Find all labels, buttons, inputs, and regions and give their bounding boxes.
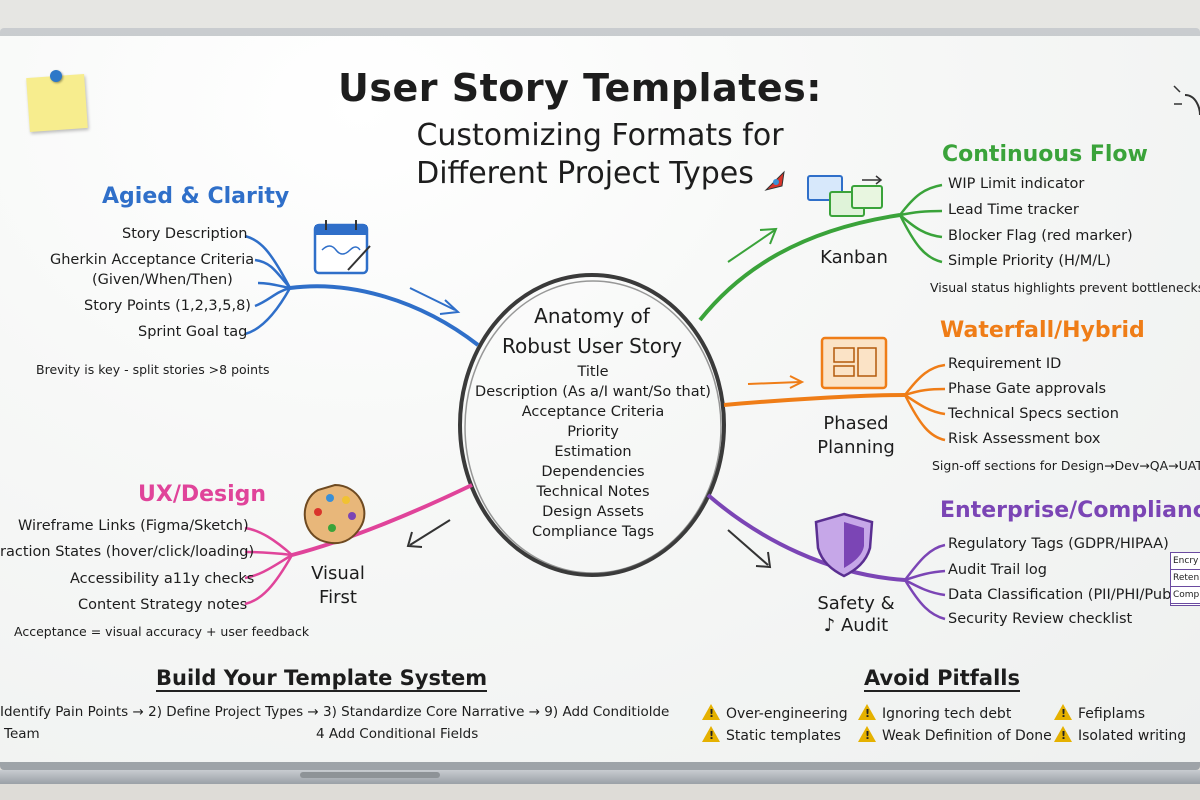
pitfall-label: Weak Definition of Done bbox=[882, 728, 1052, 744]
build-heading: Build Your Template System bbox=[156, 666, 488, 692]
center-item: Dependencies bbox=[541, 464, 645, 480]
center-item: Estimation bbox=[554, 444, 632, 460]
ux-item: Accessibility a11y checks bbox=[70, 571, 255, 587]
page-title: User Story Templates: bbox=[338, 66, 822, 110]
waterfall-note: Sign-off sections for Design→Dev→QA→UAT bbox=[932, 458, 1200, 473]
center-item: Acceptance Criteria bbox=[521, 404, 665, 420]
pitfall-item: Over-engineering bbox=[702, 704, 848, 722]
pitfall-item: Static templates bbox=[702, 726, 841, 744]
agile-item: Story Points (1,2,3,5,8) bbox=[84, 298, 251, 314]
pitfall-label: Ignoring tech debt bbox=[882, 706, 1012, 722]
ux-branch-line1: Visual bbox=[311, 563, 365, 584]
kanban-item: Lead Time tracker bbox=[948, 202, 1079, 218]
pitfall-label: Isolated writing bbox=[1078, 728, 1187, 744]
waterfall-item: Phase Gate approvals bbox=[948, 381, 1107, 397]
pitfall-label: Over-engineering bbox=[726, 706, 848, 722]
kanban-heading: Continuous Flow bbox=[942, 142, 1148, 167]
enterprise-connector bbox=[706, 493, 946, 621]
ux-heading: UX/Design bbox=[138, 482, 267, 507]
pitfall-item: Ignoring tech debt bbox=[858, 704, 1011, 722]
kanban-item: WIP Limit indicator bbox=[948, 176, 1085, 192]
waterfall-branch-line1: Phased bbox=[823, 413, 889, 434]
compliance-boxes: Encry Reten Compl bbox=[1170, 552, 1200, 606]
pitfall-item: Fefiplams bbox=[1054, 704, 1145, 722]
pitfall-item: Weak Definition of Done bbox=[858, 726, 1052, 744]
center-item: Design Assets bbox=[542, 504, 644, 520]
enterprise-item: Security Review checklist bbox=[948, 611, 1133, 627]
waterfall-connector bbox=[723, 363, 946, 442]
agile-item: Story Description bbox=[122, 226, 248, 242]
center-item: Description (As a/I want/So that) bbox=[475, 384, 711, 400]
sticky-note-icon bbox=[26, 74, 88, 132]
center-item: Title bbox=[577, 364, 609, 380]
palette-icon bbox=[303, 483, 366, 545]
calendar-icon bbox=[313, 220, 371, 275]
agile-item: (Given/When/Then) bbox=[92, 272, 233, 288]
kanban-connector bbox=[698, 183, 943, 322]
kanban-branch: Kanban bbox=[820, 247, 888, 268]
build-steps-line2: 4 Add Conditional Fields bbox=[316, 726, 479, 742]
pitfalls-heading: Avoid Pitfalls bbox=[864, 666, 1020, 692]
enterprise-item: Audit Trail log bbox=[948, 562, 1047, 578]
pitfall-label: Static templates bbox=[726, 728, 841, 744]
enterprise-heading: Enterprise/Compliance bbox=[940, 498, 1200, 523]
build-steps-line1: Identify Pain Points → 2) Define Project… bbox=[0, 704, 670, 720]
kanban-item: Blocker Flag (red marker) bbox=[948, 228, 1133, 244]
waterfall-item: Risk Assessment box bbox=[948, 431, 1101, 447]
waterfall-item: Technical Specs section bbox=[948, 406, 1119, 422]
ux-connector bbox=[244, 483, 473, 606]
agile-heading: Agied & Clarity bbox=[102, 184, 290, 209]
agile-item: Sprint Goal tag bbox=[138, 324, 248, 340]
waterfall-branch-line2: Planning bbox=[817, 437, 895, 458]
kanban-note: Visual status highlights prevent bottlen… bbox=[930, 280, 1200, 295]
subtitle-line2: Different Project Types bbox=[416, 156, 754, 191]
center-item: Priority bbox=[567, 424, 619, 440]
ux-item: Content Strategy notes bbox=[78, 597, 248, 613]
agile-item: Gherkin Acceptance Criteria bbox=[50, 252, 255, 268]
waterfall-item: Requirement ID bbox=[948, 356, 1062, 372]
warning-icon bbox=[1054, 726, 1072, 742]
subtitle-line1: Customizing Formats for bbox=[416, 118, 784, 153]
blueprint-icon bbox=[820, 336, 888, 390]
kanban-cards-icon bbox=[807, 175, 883, 217]
pitfall-item: Isolated writing bbox=[1054, 726, 1186, 744]
waterfall-heading: Waterfall/Hybrid bbox=[940, 318, 1145, 343]
warning-icon bbox=[858, 704, 876, 720]
ux-branch-line2: First bbox=[319, 587, 357, 608]
center-circle bbox=[458, 273, 726, 577]
pitfall-label: Fefiplams bbox=[1078, 706, 1146, 722]
warning-icon bbox=[702, 704, 720, 720]
ux-item: raction States (hover/click/loading) bbox=[0, 544, 255, 560]
pushpin-icon bbox=[50, 70, 62, 82]
build-steps-team: Team bbox=[4, 726, 40, 742]
rocket-icon bbox=[764, 170, 785, 191]
center-title-line1: Anatomy of bbox=[534, 304, 650, 328]
agile-note: Brevity is key - split stories >8 points bbox=[36, 362, 270, 377]
warning-icon bbox=[1054, 704, 1072, 720]
kanban-item: Simple Priority (H/M/L) bbox=[948, 253, 1111, 269]
ux-note: Acceptance = visual accuracy + user feed… bbox=[14, 624, 310, 639]
whiteboard bbox=[0, 36, 1200, 762]
enterprise-item: Data Classification (PII/PHI/Public) bbox=[948, 587, 1193, 603]
center-item: Technical Notes bbox=[536, 484, 650, 500]
compliance-box: Reten bbox=[1171, 570, 1200, 587]
enterprise-item: Regulatory Tags (GDPR/HIPAA) bbox=[948, 536, 1169, 552]
agile-connector bbox=[244, 234, 480, 347]
enterprise-branch-line1: Safety & bbox=[817, 593, 895, 614]
marker bbox=[300, 772, 440, 778]
center-item: Compliance Tags bbox=[531, 524, 655, 540]
enterprise-branch-line2: ♪ Audit bbox=[823, 615, 889, 636]
lightbulb-icon bbox=[1173, 85, 1200, 116]
compliance-box: Compl bbox=[1171, 587, 1200, 604]
ux-item: Wireframe Links (Figma/Sketch) bbox=[18, 518, 249, 534]
center-title-line2: Robust User Story bbox=[502, 334, 682, 358]
shield-icon bbox=[814, 512, 874, 578]
compliance-box: Encry bbox=[1171, 553, 1200, 570]
warning-icon bbox=[702, 726, 720, 742]
warning-icon bbox=[858, 726, 876, 742]
